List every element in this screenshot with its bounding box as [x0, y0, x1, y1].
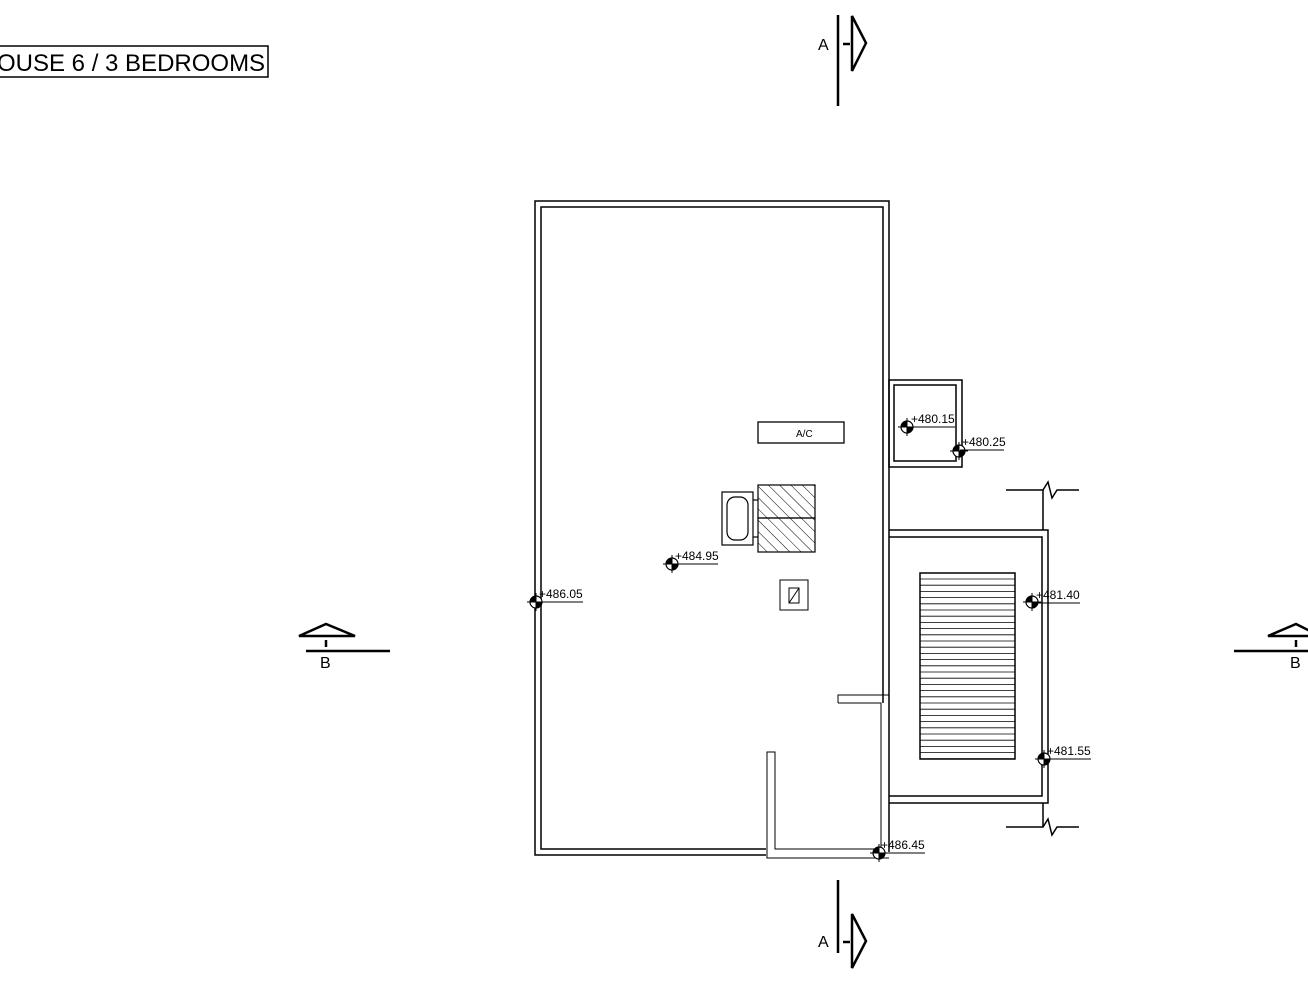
- level-quadrant: [536, 602, 542, 608]
- level-quadrant: [907, 427, 913, 433]
- level-marker-stair-top: +481.40: [1023, 588, 1080, 611]
- level-label: +486.45: [881, 838, 925, 852]
- break-lines: [1006, 480, 1079, 837]
- stair-tread-lines: [920, 578, 1015, 760]
- level-quadrant: [901, 421, 907, 427]
- level-quadrant: [873, 847, 879, 853]
- level-quadrant: [1038, 753, 1044, 759]
- level-marker-roof-center: +484.95: [663, 549, 719, 573]
- annex-room: [888, 379, 963, 468]
- section-label-b-left: B: [320, 655, 331, 672]
- solar-panels: [757, 484, 816, 553]
- level-label: +481.55: [1047, 744, 1091, 758]
- title-label: OUSE 6 / 3 BEDROOMS: [0, 50, 265, 77]
- section-label-b-right: B: [1290, 655, 1301, 672]
- drawing-title: OUSE 6 / 3 BEDROOMS: [0, 45, 269, 78]
- section-marker-a-bottom: A: [818, 880, 868, 969]
- stair-block: [889, 529, 1049, 804]
- level-quadrant: [959, 451, 965, 457]
- level-quadrant: [1044, 759, 1050, 765]
- parapet-return: [766, 694, 889, 859]
- ac-unit: A/C: [757, 421, 845, 444]
- level-marker-annex-2: +480.25: [950, 435, 1006, 460]
- level-quadrant: [1026, 596, 1032, 602]
- level-quadrant: [953, 445, 959, 451]
- section-marker-a-top: A: [818, 15, 868, 106]
- level-label: +480.25: [962, 435, 1006, 449]
- section-marker-b-right: B: [1234, 622, 1308, 672]
- level-marker-roof-corner: +486.45: [870, 838, 925, 862]
- level-marker-annex-1: +480.15: [898, 412, 955, 436]
- roof-vent: [779, 579, 809, 611]
- title-frame: [0, 45, 269, 78]
- section-label-a-top: A: [818, 37, 829, 54]
- section-label-a-bottom: A: [818, 934, 829, 951]
- ac-label: A/C: [796, 429, 813, 440]
- water-tank: [721, 491, 758, 546]
- section-marker-b-left: B: [298, 622, 390, 672]
- level-quadrant: [666, 558, 672, 564]
- level-quadrant: [530, 596, 536, 602]
- level-label: +481.40: [1036, 588, 1080, 602]
- level-quadrant: [672, 564, 678, 570]
- level-label: +480.15: [911, 412, 955, 426]
- level-label: +486.05: [539, 587, 583, 601]
- level-quadrant: [879, 853, 885, 859]
- level-marker-roof-main: +486.05: [527, 587, 583, 611]
- level-label: +484.95: [675, 549, 719, 563]
- level-marker-stair-bottom: +481.55: [1035, 744, 1091, 768]
- main-roof-outline: [534, 200, 890, 856]
